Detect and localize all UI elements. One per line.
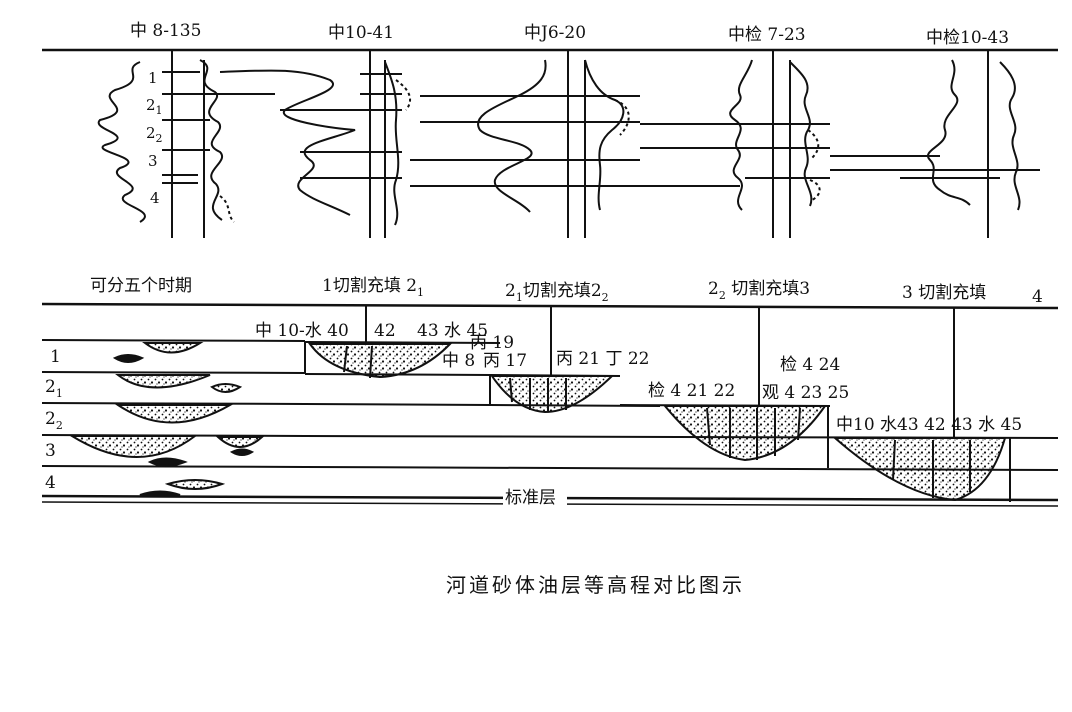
annot-43-shui45: 43 水 45 [417, 321, 488, 341]
stage-3-channel [662, 405, 827, 462]
well-label-4: 中检 7-23 [728, 25, 806, 45]
well-label-1: 中 8-135 [130, 21, 201, 41]
well-label-3: 中J6-20 [524, 23, 586, 43]
section-layer-1: 1 [50, 347, 61, 367]
section-well-annotations: 中 10-水 40 42 43 水 45 丙 19 中 8 丙 17 丙 21 … [255, 321, 1022, 435]
well-labels: 中 8-135 中10-41 中J6-20 中检 7-23 中检10-43 [130, 21, 1009, 48]
log-layer-2-2: 22 [146, 124, 163, 145]
stage-0-label: 可分五个时期 [90, 276, 192, 296]
stage-3-label: 22 切割充填3 [708, 279, 810, 302]
annot-bing21-ding22: 丙 21 丁 22 [556, 349, 649, 369]
annot-bing17: 丙 17 [483, 351, 527, 371]
well-log-4 [600, 50, 830, 238]
annot-42: 42 [374, 321, 396, 341]
well-label-5: 中检10-43 [926, 28, 1009, 48]
well-log-panel [42, 48, 1058, 238]
log-layer-markers: 1 21 22 3 4 [146, 69, 163, 207]
log-layer-2-1: 21 [146, 96, 163, 117]
well-log-1 [97, 50, 275, 238]
log-layer-3: 3 [148, 152, 158, 170]
section-layer-4: 4 [45, 473, 56, 493]
annot-zhong8: 中 8 [442, 351, 475, 371]
stage-4-channel [832, 437, 1007, 502]
figure-caption: 河道砂体油层等高程对比图示 [446, 573, 745, 597]
well-log-3 [410, 50, 640, 238]
stage-0-sand-bodies [68, 342, 265, 496]
stage-2-channel [490, 375, 615, 414]
datum-label: 标准层 [505, 488, 556, 508]
log-layer-1: 1 [148, 69, 158, 87]
annot-zhong10-shui43-45: 中10 水43 42 43 水 45 [836, 415, 1022, 435]
annot-guan4-23-25: 观 4 23 25 [762, 383, 849, 403]
annot-jian4-24: 检 4 24 [780, 355, 840, 375]
stage-headers: 可分五个时期 1切割充填 21 21切割充填22 22 切割充填3 3 切割充填… [90, 276, 1043, 307]
section-layer-2-1: 21 [45, 377, 63, 400]
annot-zhong10-shui40: 中 10-水 40 [255, 321, 349, 341]
section-layer-3: 3 [45, 441, 56, 461]
log-layer-4: 4 [150, 189, 160, 207]
stage-1-label: 1切割充填 21 [322, 276, 424, 299]
stage-2-label: 21切割充填22 [505, 281, 609, 304]
well-label-2: 中10-41 [328, 23, 394, 43]
annot-bing19: 丙 19 [470, 333, 514, 353]
annot-jian4-21-22: 检 4 21 22 [648, 381, 735, 401]
stage-1-channel [308, 343, 453, 379]
section-layer-labels: 1 21 22 3 4 [45, 347, 63, 493]
stage-4-label: 3 切割充填 [902, 283, 986, 303]
stage-5-label: 4 [1032, 287, 1043, 307]
datum-label-backing [503, 486, 567, 508]
well-log-2 [219, 50, 412, 238]
well-log-5 [830, 50, 1040, 238]
section-layer-2-2: 22 [45, 409, 63, 432]
